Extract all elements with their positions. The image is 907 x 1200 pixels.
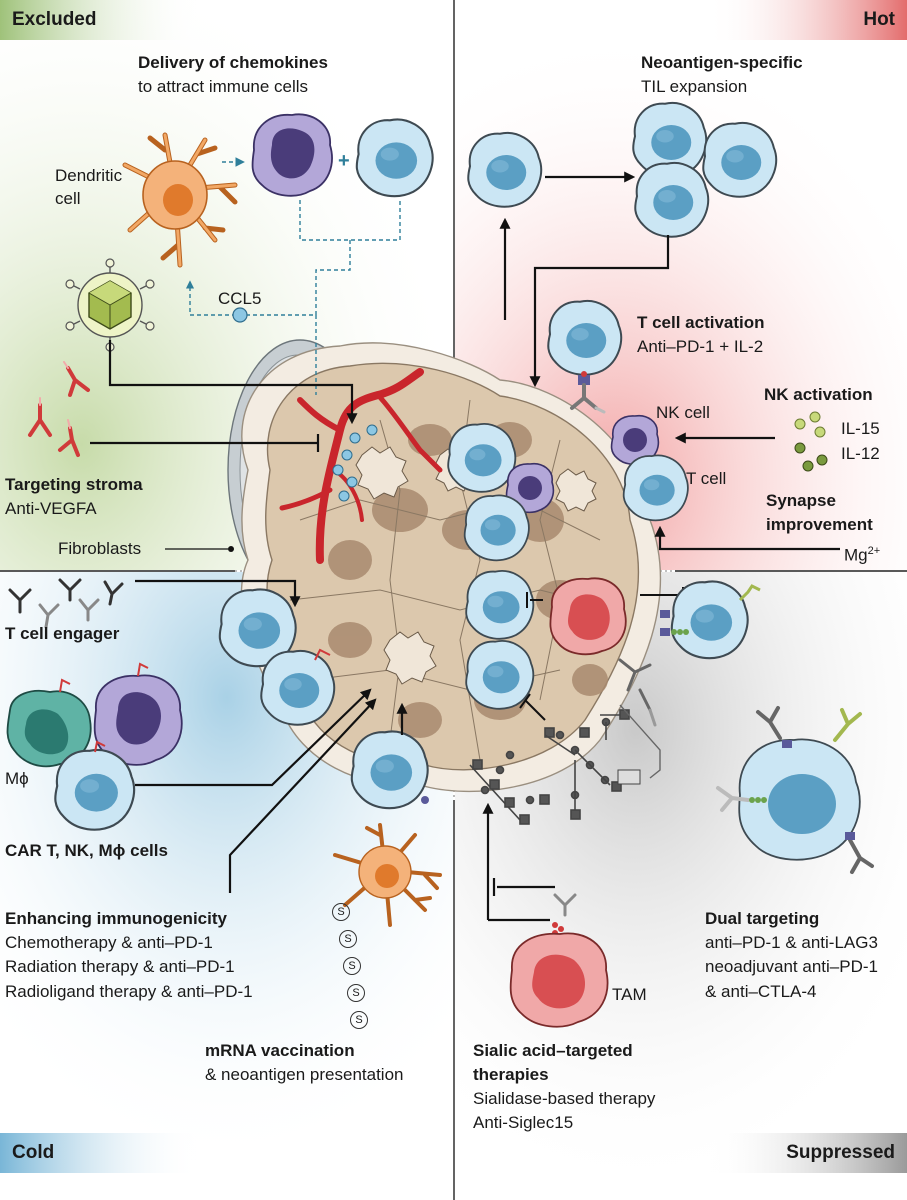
dual-targeting-line-2: neoadjuvant anti–PD-1: [705, 957, 878, 976]
mrna-glyph-3: S: [343, 957, 361, 975]
synapse-title-2: improvement: [766, 515, 873, 534]
t-cell-engager-molecules: [8, 578, 124, 629]
chemokines-subtitle: to attract immune cells: [138, 77, 309, 96]
stroma-title: Targeting stroma: [5, 475, 143, 494]
mrna-glyph-4: S: [347, 984, 365, 1002]
synapse-title-1: Synapse: [766, 491, 836, 510]
checkpoint-receptors: [660, 584, 761, 636]
viral-vector-icon: [65, 258, 155, 352]
mg-ion-label: Mg2+: [844, 545, 881, 565]
macrophage: [6, 678, 92, 768]
til-title: Neoantigen-specific: [641, 53, 803, 72]
t-cell-activation: [547, 299, 623, 376]
t-cell-excluded: [355, 118, 434, 198]
il12-label: IL-12: [841, 444, 880, 463]
pd1-antibody: [570, 371, 606, 414]
chemokines-title: Delivery of chemokines: [138, 53, 328, 72]
immunogenicity-line-3: Radioligand therapy & anti–PD-1: [5, 982, 253, 1001]
t-cell-hot: [622, 454, 689, 522]
t-cell-suppressed-2: [465, 640, 535, 710]
t-cell-checkpoint: [670, 580, 749, 660]
nk-cell-tumor: [505, 462, 555, 514]
tam-cell: [509, 932, 609, 1028]
immunogenicity-title: Enhancing immunogenicity: [5, 909, 227, 928]
t-cell-suppressed-1: [465, 570, 535, 640]
siglec-antibody: [618, 658, 657, 727]
t-cell-activation-title: T cell activation: [637, 313, 765, 332]
dual-targeting-title: Dual targeting: [705, 909, 820, 928]
mrna-title: mRNA vaccination: [205, 1041, 355, 1060]
tam-label: TAM: [612, 985, 647, 1004]
dual-target-t-cell: [738, 738, 861, 861]
corner-label-suppressed: Suppressed: [786, 1142, 895, 1163]
nk-cell-hot: [610, 414, 660, 466]
ccl5-chemokine: [232, 307, 248, 323]
t-cell-til-left: [467, 131, 543, 208]
plus-sign: +: [338, 150, 350, 172]
t-cell-mrna: [350, 730, 429, 810]
dual-targeting-line-1: anti–PD-1 & anti-LAG3: [705, 933, 878, 952]
t-cell-til-3: [634, 161, 710, 238]
car-t-cell: [54, 748, 136, 831]
mrna-glyph-1: S: [332, 903, 350, 921]
dendritic-cell-label-2: cell: [55, 189, 81, 208]
mrna-subtitle: & neoantigen presentation: [205, 1065, 404, 1084]
car-t-cell-tumor: [260, 649, 336, 726]
dendritic-cell-label-1: Dendritic: [55, 166, 123, 185]
stroma-subtitle: Anti-VEGFA: [5, 499, 97, 518]
corner-label-excluded: Excluded: [12, 9, 97, 30]
dendritic-cell-mrna: [333, 823, 442, 927]
sialic-title-2: therapies: [473, 1065, 549, 1084]
t-cell-tumor-2: [463, 494, 530, 562]
tumor-mass: [227, 339, 662, 793]
corner-label-cold: Cold: [12, 1142, 55, 1163]
t-cell-label: T cell: [686, 469, 727, 488]
ccl5-label: CCL5: [218, 289, 262, 308]
t-cell-til-2: [702, 121, 778, 198]
tam-tumor: [549, 577, 627, 656]
sialic-line-1: Sialidase-based therapy: [473, 1089, 656, 1108]
t-cell-activation-subtitle: Anti–PD-1 + IL-2: [637, 337, 764, 356]
dual-targeting-line-3: & anti–CTLA-4: [705, 982, 817, 1001]
nk-activation-title: NK activation: [764, 385, 873, 404]
corner-label-hot: Hot: [863, 9, 895, 30]
t-cell-tumor-1: [447, 423, 517, 493]
dendritic-cell: [122, 132, 238, 268]
fibroblasts-label: Fibroblasts: [58, 539, 142, 558]
dual-antibodies: [716, 706, 874, 874]
blood-vessel: [279, 368, 443, 564]
mrna-glyph-5: S: [350, 1011, 368, 1029]
immunogenicity-line-1: Chemotherapy & anti–PD-1: [5, 933, 213, 952]
nk-cell-excluded: [251, 113, 333, 197]
t-cell-engager-title: T cell engager: [5, 624, 120, 643]
sialic-line-2: Anti-Siglec15: [473, 1113, 574, 1132]
mrna-glyph-2: S: [339, 930, 357, 948]
cytokines: [794, 411, 828, 472]
anti-vegfa-antibodies: [28, 366, 90, 457]
siglec15-antibody: [552, 893, 577, 936]
sialic-acid-glycans: [469, 709, 630, 825]
nk-cell-label: NK cell: [656, 403, 710, 422]
immunogenicity-line-2: Radiation therapy & anti–PD-1: [5, 957, 235, 976]
il15-label: IL-15: [841, 419, 880, 438]
til-subtitle: TIL expansion: [641, 77, 748, 96]
car-cells-title: CAR T, NK, Mϕ cells: [5, 841, 168, 860]
sialic-title-1: Sialic acid–targeted: [473, 1041, 633, 1060]
macrophage-label: Mϕ: [5, 769, 29, 788]
